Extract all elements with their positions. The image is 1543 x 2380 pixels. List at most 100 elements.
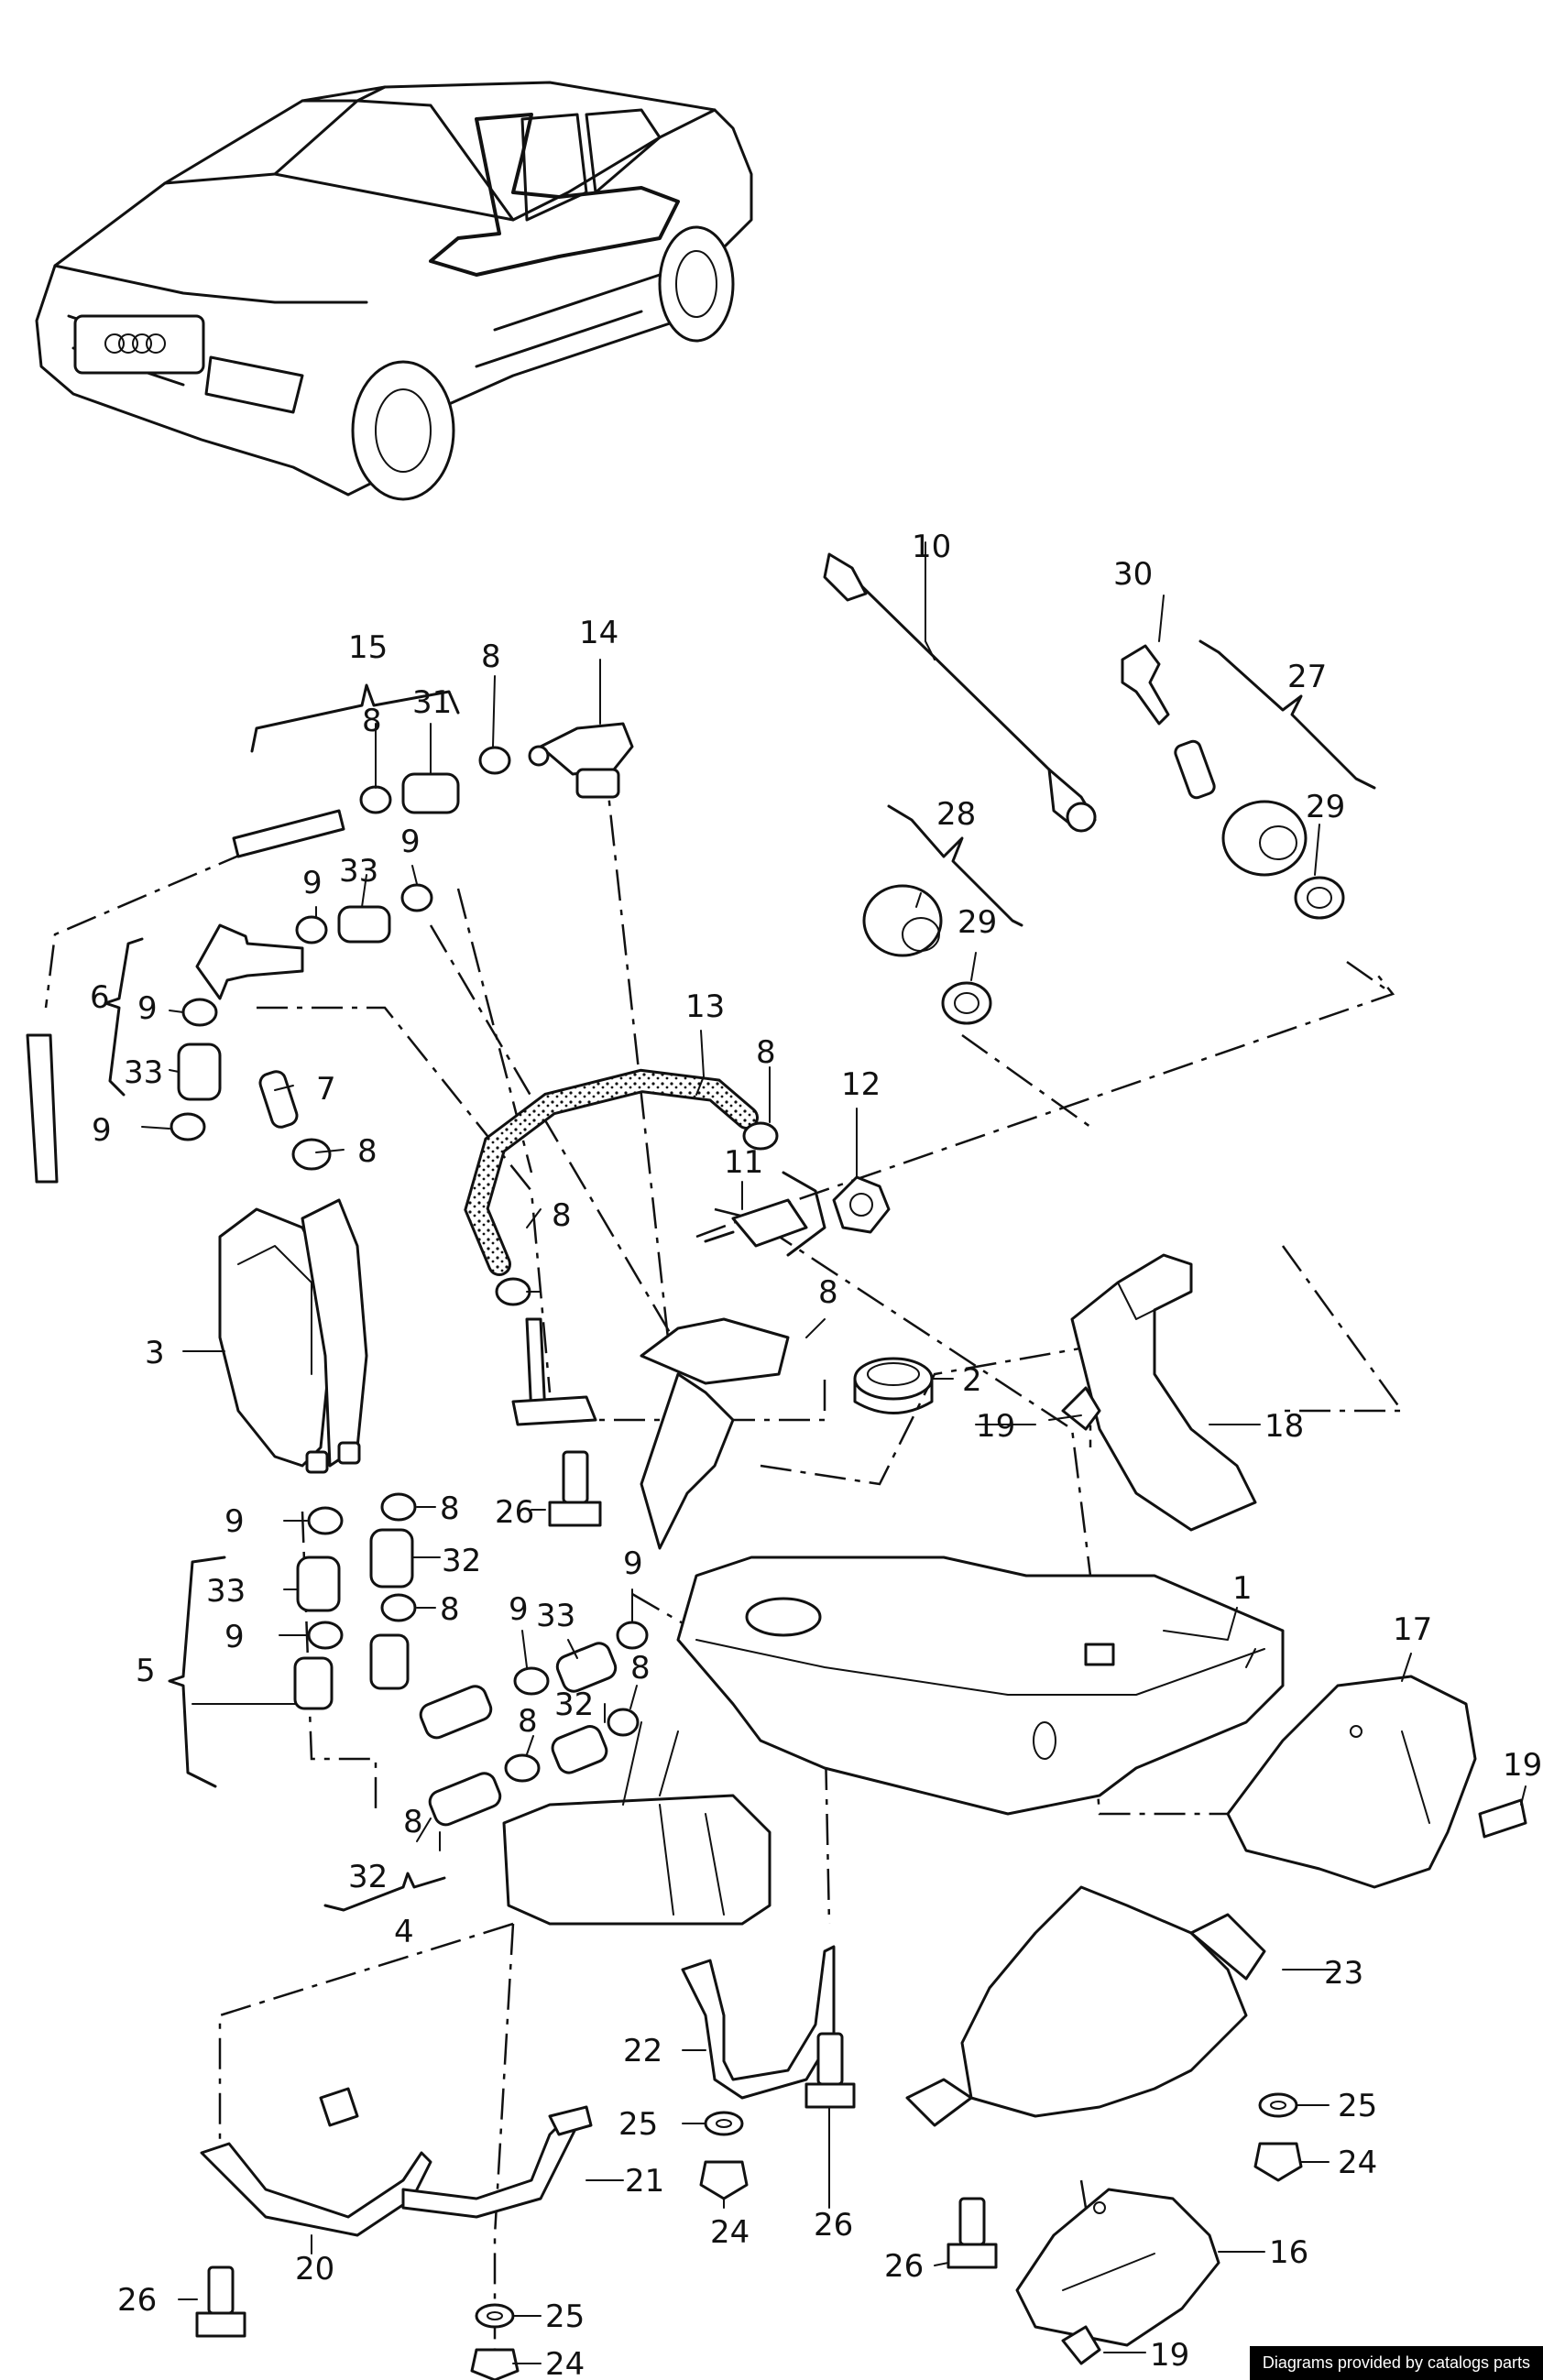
label-25-a: 25 bbox=[618, 2106, 658, 2143]
car-illustration bbox=[35, 81, 753, 501]
label-16: 16 bbox=[1269, 2234, 1308, 2271]
connector-11 bbox=[704, 1171, 826, 1257]
label-8-a: 8 bbox=[481, 639, 501, 675]
label-19-b: 19 bbox=[1503, 1747, 1542, 1784]
label-33-a: 33 bbox=[339, 853, 378, 890]
label-4: 4 bbox=[394, 1914, 414, 1950]
bolt-26-mid bbox=[804, 2032, 856, 2109]
label-21: 21 bbox=[625, 2163, 664, 2200]
label-30: 30 bbox=[1113, 556, 1153, 593]
nut-24-right bbox=[1253, 2142, 1303, 2182]
pump-assembly bbox=[511, 1317, 790, 1550]
label-3: 3 bbox=[145, 1335, 165, 1371]
label-33-d: 33 bbox=[536, 1598, 575, 1634]
label-19-a: 19 bbox=[976, 1408, 1015, 1445]
hose-13 bbox=[464, 1068, 779, 1306]
credit-banner: Diagrams provided by catalogs parts bbox=[1249, 2346, 1543, 2380]
label-19-c: 19 bbox=[1150, 2337, 1189, 2374]
label-8-b: 8 bbox=[362, 703, 382, 739]
label-26-a: 26 bbox=[495, 1494, 534, 1531]
shield-23 bbox=[905, 1885, 1266, 2127]
label-26-d: 26 bbox=[884, 2248, 924, 2285]
label-24-b: 24 bbox=[710, 2214, 750, 2251]
label-26-c: 26 bbox=[117, 2282, 157, 2319]
label-15: 15 bbox=[348, 629, 388, 666]
label-32-a: 32 bbox=[442, 1543, 481, 1579]
nut-24-left bbox=[470, 2348, 520, 2380]
washer-25-mid bbox=[704, 2111, 744, 2136]
label-6: 6 bbox=[90, 979, 110, 1016]
label-28: 28 bbox=[936, 796, 976, 833]
label-11: 11 bbox=[724, 1144, 763, 1181]
label-13: 13 bbox=[685, 988, 725, 1025]
label-9-f: 9 bbox=[224, 1619, 245, 1655]
lock-27 bbox=[1174, 739, 1345, 920]
label-27: 27 bbox=[1287, 659, 1327, 695]
wire-10 bbox=[823, 552, 1097, 833]
label-33-b: 33 bbox=[124, 1054, 163, 1091]
label-9-a: 9 bbox=[302, 865, 323, 901]
lock-28 bbox=[862, 884, 992, 1025]
label-10: 10 bbox=[912, 529, 951, 565]
label-14: 14 bbox=[579, 615, 618, 651]
reservoir-3 bbox=[218, 1198, 368, 1474]
label-12: 12 bbox=[841, 1066, 881, 1103]
clip-19-upper bbox=[1061, 1386, 1101, 1431]
leader-lines bbox=[104, 541, 1527, 2364]
label-8-c: 8 bbox=[357, 1133, 378, 1170]
hose-15 bbox=[26, 809, 345, 1184]
strap-21 bbox=[401, 2105, 593, 2219]
label-24-a: 24 bbox=[1338, 2145, 1377, 2181]
callout-labels: 10 30 27 29 28 29 15 8 14 31 8 9 33 9 6 … bbox=[90, 529, 1542, 2380]
bolt-26-left bbox=[195, 2265, 246, 2338]
label-18: 18 bbox=[1264, 1408, 1304, 1445]
label-9-c: 9 bbox=[137, 990, 158, 1027]
label-29-right: 29 bbox=[1306, 789, 1345, 825]
label-8-e: 8 bbox=[552, 1197, 572, 1234]
label-8-f: 8 bbox=[818, 1274, 838, 1311]
label-25-c: 25 bbox=[545, 2298, 585, 2335]
bracket-18 bbox=[1070, 1253, 1257, 1532]
label-7: 7 bbox=[316, 1071, 336, 1108]
label-8-g: 8 bbox=[440, 1490, 460, 1527]
label-25-b: 25 bbox=[1338, 2088, 1377, 2124]
label-9-g: 9 bbox=[623, 1545, 643, 1582]
label-9-d: 9 bbox=[92, 1112, 112, 1149]
label-26-b: 26 bbox=[814, 2207, 853, 2244]
clip-19-lower bbox=[1061, 2325, 1101, 2365]
hoses-lower bbox=[293, 1492, 649, 1827]
label-8-i: 8 bbox=[518, 1703, 538, 1740]
label-9-b: 9 bbox=[400, 824, 421, 860]
label-31: 31 bbox=[412, 684, 452, 721]
strap-20 bbox=[200, 2087, 432, 2237]
label-2: 2 bbox=[962, 1362, 982, 1399]
label-32-b: 32 bbox=[554, 1687, 594, 1723]
label-32-c: 32 bbox=[348, 1859, 388, 1895]
bolt-26-upper bbox=[548, 1450, 602, 1527]
label-8-d: 8 bbox=[756, 1034, 776, 1071]
bolt-26-right bbox=[947, 2197, 998, 2269]
label-8-j: 8 bbox=[630, 1650, 651, 1687]
washer-25-left bbox=[475, 2303, 515, 2329]
label-24-c: 24 bbox=[545, 2346, 585, 2380]
label-29-left: 29 bbox=[958, 904, 997, 941]
label-8-k: 8 bbox=[403, 1804, 423, 1840]
label-1: 1 bbox=[1232, 1570, 1253, 1607]
washer-25-right bbox=[1258, 2092, 1298, 2118]
hose-clamps-upper bbox=[170, 746, 511, 1171]
label-9-h: 9 bbox=[509, 1591, 529, 1628]
shield-17 bbox=[1226, 1675, 1477, 1889]
label-5: 5 bbox=[136, 1653, 156, 1689]
clip-19-right bbox=[1478, 1798, 1527, 1839]
label-22: 22 bbox=[623, 2033, 662, 2069]
label-8-h: 8 bbox=[440, 1591, 460, 1628]
label-17: 17 bbox=[1393, 1611, 1432, 1648]
tank-1 bbox=[502, 1556, 1285, 1926]
label-23: 23 bbox=[1324, 1955, 1363, 1992]
label-9-e: 9 bbox=[224, 1503, 245, 1540]
nut-24-mid bbox=[699, 2160, 749, 2200]
label-33-c: 33 bbox=[206, 1573, 246, 1610]
strap-22 bbox=[681, 1945, 836, 2100]
key-30 bbox=[1121, 644, 1170, 726]
